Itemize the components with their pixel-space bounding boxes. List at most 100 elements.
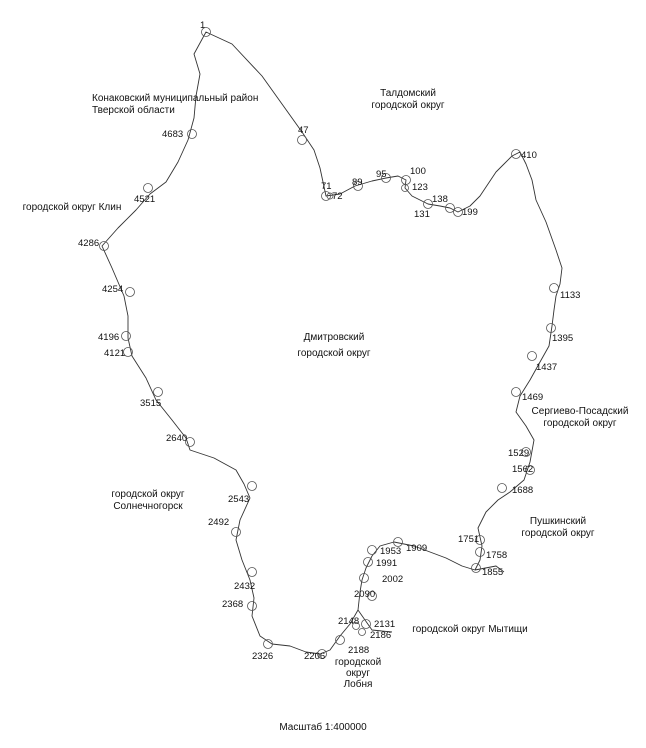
point-4196: 4196 — [98, 331, 131, 343]
point-1469: 1469 — [511, 387, 543, 403]
point-1991: 1991 — [363, 557, 397, 569]
point-2148: 2148 — [338, 616, 360, 630]
region-lobnya-line2: округ — [346, 668, 370, 679]
point-47: 47 — [297, 125, 309, 145]
svg-text:2206: 2206 — [304, 651, 325, 662]
map-scale: Масштаб 1:400000 — [279, 722, 367, 733]
svg-text:131: 131 — [414, 209, 430, 220]
region-solnech-line2: Солнечногорск — [113, 501, 183, 512]
region-klin: городской округ Клин — [23, 202, 122, 213]
region-lobnya-line1: городской — [335, 657, 381, 668]
point-4286: 4286 — [78, 238, 109, 251]
svg-text:1688: 1688 — [512, 485, 533, 496]
point-2186: 2186 — [358, 628, 391, 641]
region-taldom-line2: городской округ — [371, 100, 445, 111]
svg-text:4121: 4121 — [104, 348, 125, 359]
point-2131: 2131 — [361, 619, 395, 630]
svg-text:2492: 2492 — [208, 517, 229, 528]
point-2090: 2090 — [354, 589, 377, 601]
svg-text:3515: 3515 — [140, 398, 161, 409]
point-410: 410 — [511, 149, 537, 161]
svg-text:123: 123 — [412, 182, 428, 193]
point-4121: 4121 — [104, 347, 133, 359]
svg-text:1751: 1751 — [458, 534, 479, 545]
svg-text:72: 72 — [332, 191, 343, 202]
svg-text:95: 95 — [376, 169, 387, 180]
point-2206: 2206 — [304, 649, 327, 662]
point-3515: 3515 — [140, 387, 163, 409]
svg-text:199: 199 — [462, 207, 478, 218]
svg-text:4286: 4286 — [78, 238, 99, 249]
point-1855: 1855 — [471, 563, 503, 578]
point-2640: 2640 — [166, 433, 195, 447]
svg-text:1953: 1953 — [380, 546, 401, 557]
point-4683: 4683 — [162, 129, 197, 140]
point-1395: 1395 — [546, 323, 573, 344]
svg-text:2543: 2543 — [228, 494, 249, 505]
region-mytishchi: городской округ Мытищи — [412, 624, 527, 635]
region-sergiev-line2: городской округ — [543, 418, 617, 429]
svg-text:2002: 2002 — [382, 574, 403, 585]
point-1751: 1751 — [458, 534, 485, 545]
svg-text:71: 71 — [321, 181, 332, 192]
point-2002: 2002 — [359, 573, 403, 585]
svg-text:1562: 1562 — [512, 464, 533, 475]
point-199: 199 — [453, 207, 478, 218]
svg-text:2090: 2090 — [354, 589, 375, 600]
svg-text:1469: 1469 — [522, 392, 543, 403]
point-138: 138 — [432, 194, 455, 213]
svg-text:2186: 2186 — [370, 630, 391, 641]
point-95: 95 — [376, 169, 391, 183]
point-2368: 2368 — [222, 599, 257, 611]
svg-text:138: 138 — [432, 194, 448, 205]
svg-text:2188: 2188 — [348, 645, 369, 656]
region-taldom-line1: Талдомский — [380, 88, 436, 99]
svg-text:47: 47 — [298, 125, 309, 136]
point-1562: 1562 — [512, 464, 535, 475]
svg-text:1395: 1395 — [552, 333, 573, 344]
boundary-points: 1 47 71 72 89 95 100 123 131 138 199 410… — [78, 20, 580, 662]
point-123: 123 — [401, 182, 428, 193]
region-konakovo-line2: Тверской области — [92, 104, 175, 116]
svg-text:4196: 4196 — [98, 332, 119, 343]
svg-text:1: 1 — [200, 20, 205, 31]
point-1437: 1437 — [527, 351, 557, 373]
svg-text:1437: 1437 — [536, 362, 557, 373]
svg-text:4683: 4683 — [162, 129, 183, 140]
point-1133: 1133 — [549, 283, 580, 301]
point-1529: 1529 — [508, 447, 531, 459]
svg-text:2368: 2368 — [222, 599, 243, 610]
point-4521: 4521 — [134, 183, 155, 205]
svg-text:1133: 1133 — [560, 290, 580, 301]
svg-text:4521: 4521 — [134, 194, 155, 205]
point-2432: 2432 — [234, 567, 257, 592]
svg-text:2148: 2148 — [338, 616, 359, 627]
point-2492: 2492 — [208, 517, 241, 537]
region-dmitrov-line2: городской округ — [297, 348, 371, 359]
region-konakovo-line1: Конаковский муниципальный район — [92, 93, 258, 104]
point-1909: 1909 — [393, 537, 427, 554]
point-2543: 2543 — [228, 481, 257, 505]
point-71: 71 — [321, 181, 332, 201]
point-1953: 1953 — [367, 545, 401, 557]
point-72: 72 — [326, 191, 343, 202]
svg-text:100: 100 — [410, 166, 426, 177]
point-4254: 4254 — [102, 284, 135, 297]
point-89: 89 — [352, 177, 363, 191]
svg-text:2432: 2432 — [234, 581, 255, 592]
svg-text:2326: 2326 — [252, 651, 273, 662]
svg-text:2131: 2131 — [374, 619, 395, 630]
svg-text:1758: 1758 — [486, 550, 507, 561]
point-131: 131 — [414, 199, 433, 220]
pushkin-border-line — [474, 565, 505, 573]
svg-text:4254: 4254 — [102, 284, 123, 295]
lobnya-border-line — [357, 609, 393, 633]
point-1758: 1758 — [475, 547, 507, 561]
svg-text:89: 89 — [352, 177, 363, 188]
svg-text:410: 410 — [521, 150, 537, 161]
region-dmitrov-line1: Дмитровский — [304, 332, 365, 343]
point-1: 1 — [200, 20, 211, 37]
point-2326: 2326 — [252, 639, 273, 662]
region-lobnya-line3: Лобня — [344, 678, 373, 690]
svg-text:2640: 2640 — [166, 433, 187, 444]
